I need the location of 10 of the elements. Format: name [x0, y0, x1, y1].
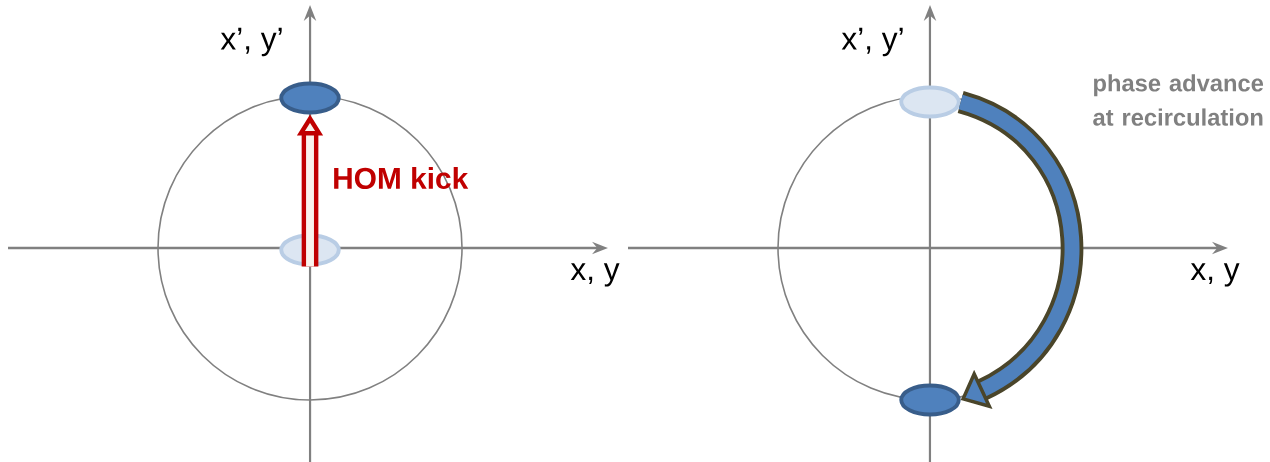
axis-label: x, y [570, 263, 620, 287]
axis-label: x’, y’ [220, 27, 282, 57]
edge-label: phase advance at recirculation [1093, 74, 1264, 126]
beam-ellipse [279, 81, 341, 115]
axis-label: x’, y’ [841, 27, 903, 57]
curved-arrow [956, 91, 1083, 409]
beam-ellipse [899, 383, 961, 417]
beam-ellipse [899, 85, 961, 119]
axis-label: x, y [1190, 263, 1240, 287]
edge-label: HOM kick [334, 167, 469, 189]
